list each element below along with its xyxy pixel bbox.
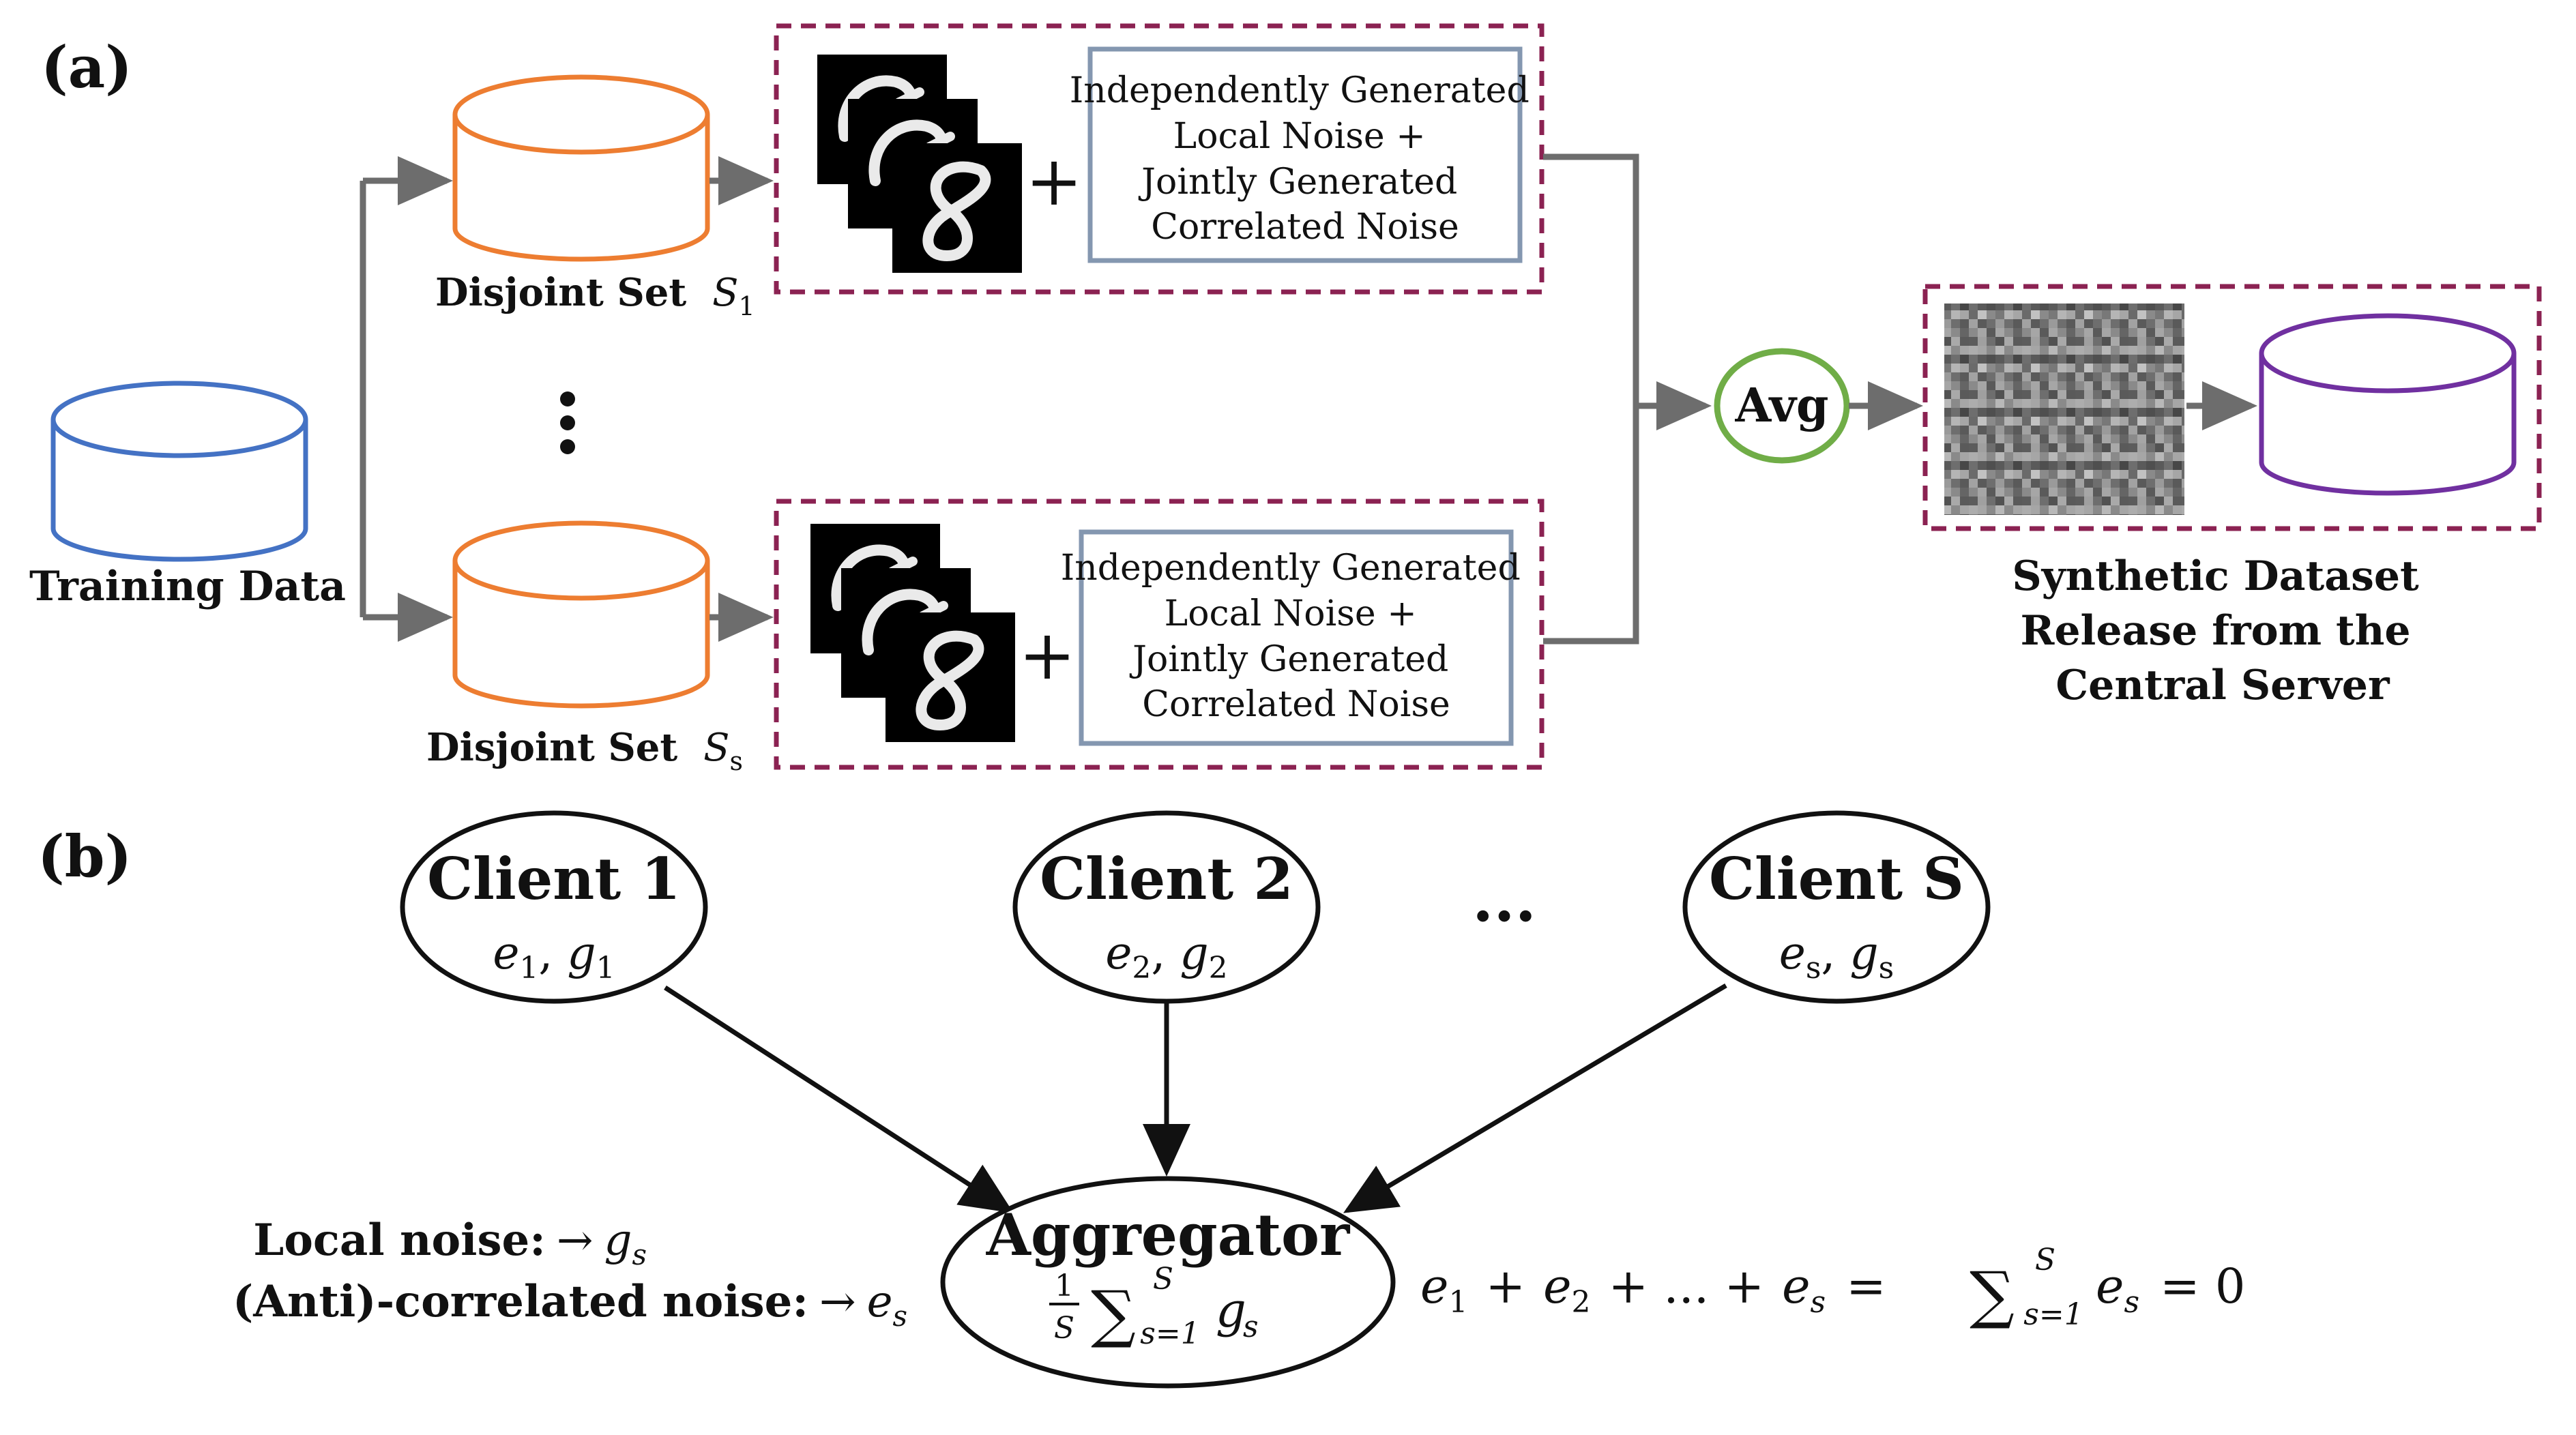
svg-text:∑: ∑	[1970, 1258, 2015, 1331]
client-1-vars: e1, g1	[493, 927, 615, 986]
noise-line-1: Independently Generated	[1070, 70, 1530, 111]
aggregator-title: Aggregator	[986, 1201, 1351, 1269]
client-s-node: Client S es, gs	[1682, 810, 1991, 1004]
release-block	[1922, 284, 2542, 531]
svg-text:g: g	[1216, 1282, 1246, 1338]
disjoint-set-bottom-sub: s	[729, 746, 743, 776]
release-line-2: Release from the	[2021, 607, 2411, 655]
disjoint-set-top-prefix: Disjoint Set	[435, 270, 686, 315]
client-to-aggregator-arrows	[664, 983, 1727, 1213]
disjoint-set-bottom-prefix: Disjoint Set	[426, 725, 677, 770]
disjoint-set-bottom-symbol: S	[703, 726, 729, 770]
avg-label: Avg	[1734, 379, 1828, 433]
synthetic-noise-image	[1944, 304, 2184, 515]
release-caption: Synthetic Dataset Release from the Centr…	[2012, 552, 2433, 709]
noise-line-4-b: Correlated Noise	[1142, 684, 1450, 725]
noise-line-3-b: Jointly Generated	[1129, 639, 1448, 680]
plus-sign-bottom: +	[1019, 615, 1076, 695]
merge-connector	[1543, 153, 1712, 645]
disjoint-set-top-sub: 1	[738, 291, 755, 321]
client-s-vars: es, gs	[1779, 927, 1894, 986]
noise-text-bottom: Independently Generated Local Noise + Jo…	[1061, 548, 1532, 725]
svg-text:S: S	[1054, 1311, 1074, 1346]
clients-ellipsis: ...	[1472, 863, 1536, 936]
client-2-title: Client 2	[1040, 845, 1293, 913]
training-data-cylinder	[50, 381, 308, 562]
noise-line-2-b: Local Noise +	[1165, 593, 1417, 634]
client-1-node: Client 1 e1, g1	[400, 810, 708, 1004]
set-to-box-arrows	[709, 156, 774, 642]
noise-line-1-b: Independently Generated	[1061, 548, 1521, 589]
sum-equation: e1+e2+ ... +es= ∑ S s=1 es= 0	[1420, 1243, 2245, 1332]
noise-line-2: Local Noise +	[1173, 116, 1426, 157]
training-data-label: Training Data	[29, 563, 346, 610]
digit-images-bottom	[810, 524, 1015, 742]
disjoint-set-top-label: Disjoint Set S1	[435, 270, 755, 321]
legend-correlated-noise: (Anti)-correlated noise:→es	[233, 1276, 907, 1333]
client-block-bottom	[774, 499, 1545, 770]
svg-text:S: S	[1153, 1262, 1173, 1297]
branch-connector	[360, 156, 453, 642]
digit-images-top	[817, 55, 1022, 273]
aggregator-node: Aggregator 1 S ∑ S s=1 g s	[940, 1176, 1396, 1389]
plus-sign-top: +	[1025, 141, 1083, 221]
output-dataset-cylinder	[2259, 313, 2517, 496]
svg-text:s=1: s=1	[2023, 1297, 2083, 1332]
legend-local-noise: Local noise:→gs	[253, 1215, 647, 1271]
client-2-vars: e2, g2	[1105, 927, 1227, 986]
client-1-title: Client 1	[427, 845, 681, 913]
noise-line-4: Correlated Noise	[1151, 207, 1459, 248]
client-s-title: Client S	[1709, 845, 1964, 913]
svg-text:e1+e2+ ... +es=: e1+e2+ ... +es=	[1420, 1258, 1886, 1320]
disjoint-set-bottom-cylinder	[452, 520, 710, 709]
client-block-top	[774, 23, 1545, 295]
svg-text:s=1: s=1	[1140, 1316, 1199, 1351]
svg-text:∑: ∑	[1091, 1277, 1136, 1350]
avg-node	[1714, 348, 1850, 464]
noise-box-top	[1087, 46, 1523, 263]
noise-box-bottom	[1079, 529, 1514, 746]
noise-text-top: Independently Generated Local Noise + Jo…	[1070, 70, 1541, 248]
svg-text:S: S	[2035, 1243, 2055, 1277]
disjoint-set-top-symbol: S	[712, 271, 738, 315]
release-line-3: Central Server	[2055, 662, 2390, 709]
disjoint-set-top-cylinder	[452, 74, 710, 262]
disjoint-set-bottom-label: Disjoint Set Ss	[426, 725, 743, 776]
client-2-node: Client 2 e2, g2	[1012, 810, 1321, 1004]
noise-line-3: Jointly Generated	[1138, 162, 1457, 203]
panel-a-label: (a)	[41, 33, 132, 101]
svg-text:s: s	[1243, 1310, 1259, 1344]
vertical-ellipsis	[560, 391, 575, 454]
aggregator-formula: 1 S ∑ S s=1 g s	[1049, 1262, 1259, 1351]
svg-text:1: 1	[1055, 1269, 1074, 1303]
svg-text:es= 0: es= 0	[2096, 1258, 2245, 1320]
release-line-1: Synthetic Dataset	[2012, 552, 2419, 600]
panel-b-label: (b)	[38, 823, 132, 890]
